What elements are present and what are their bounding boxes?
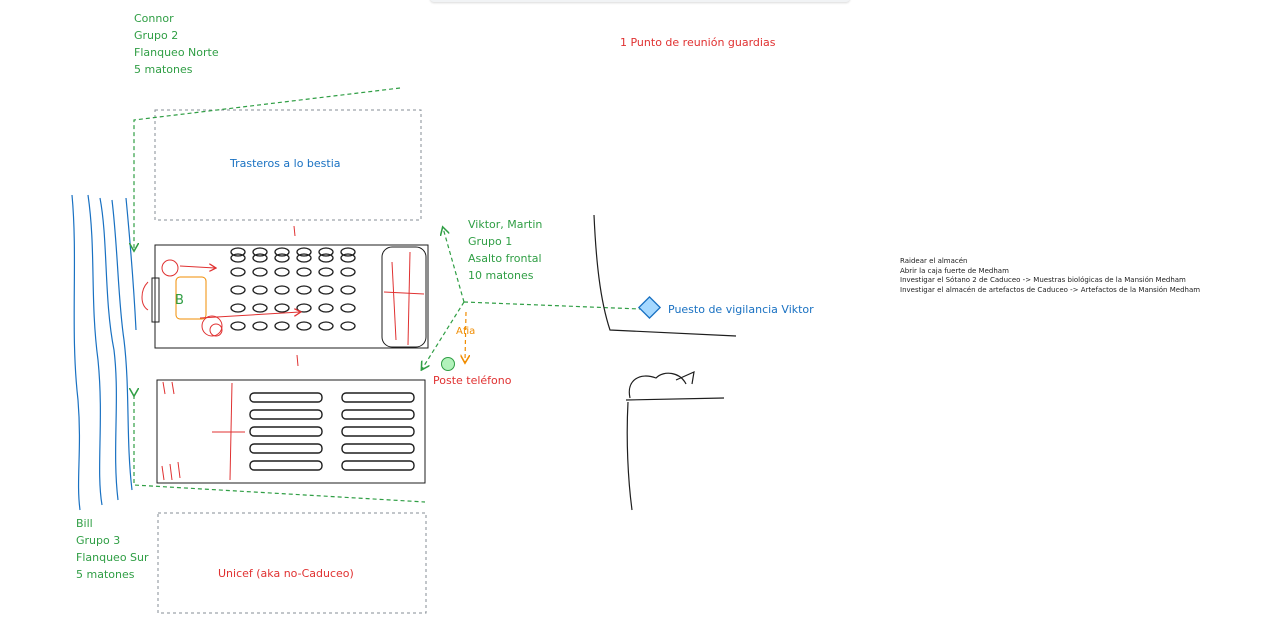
- objective-1: Raidear el almacén: [900, 257, 968, 265]
- shelf-row: [249, 460, 323, 471]
- shelf-blob: [340, 247, 356, 257]
- shelf-blob: [318, 285, 334, 295]
- shelf-blob: [252, 321, 268, 331]
- shelf-row: [341, 443, 415, 454]
- group-north-line-1: Connor: [134, 12, 174, 25]
- shelf-row: [249, 426, 323, 437]
- warehouse-building: [151, 244, 429, 349]
- objective-2: Abrir la caja fuerte de Medham: [900, 266, 1009, 275]
- shelf-row: [249, 392, 323, 403]
- shelf-blob: [274, 267, 290, 277]
- shelf-blob: [252, 253, 268, 263]
- shelf-blob: [274, 253, 290, 263]
- group-north-line-2: Grupo 2: [134, 29, 179, 42]
- watch-post-marker[interactable]: [637, 295, 662, 320]
- red-marks: [141, 225, 425, 481]
- shelf-blob: [274, 285, 290, 295]
- group-south-line-1: Bill: [76, 517, 93, 530]
- group-south-line-2: Grupo 3: [76, 534, 121, 547]
- meeting-point-label: 1 Punto de reunión guardias: [620, 36, 776, 49]
- shelf-blob: [318, 303, 334, 313]
- b-marker-label: B: [175, 293, 184, 308]
- shelf-row: [249, 409, 323, 420]
- shelf-blob: [274, 321, 290, 331]
- top-toolbar[interactable]: [430, 0, 850, 2]
- shelf-blob: [230, 267, 246, 277]
- road-lines: [593, 214, 737, 511]
- group-frontal-line-2: Grupo 1: [468, 235, 513, 248]
- shelf-blob: [340, 321, 356, 331]
- unicef-label: Unicef (aka no-Caduceo): [218, 567, 354, 580]
- shelf-blob: [340, 285, 356, 295]
- storage-label: Trasteros a lo bestia: [230, 157, 341, 170]
- shelf-blob: [318, 321, 334, 331]
- group-south-line-3: Flanqueo Sur: [76, 551, 149, 564]
- shelf-blob: [230, 247, 246, 257]
- group-north-line-4: 5 matones: [134, 63, 193, 76]
- shelf-blob: [296, 303, 312, 313]
- shelf-blob: [252, 247, 268, 257]
- shelf-blob: [230, 303, 246, 313]
- river: [71, 194, 137, 511]
- unicef-building: [157, 512, 427, 614]
- objective-4: Investigar el almacén de artefactos de C…: [900, 285, 1201, 294]
- shelf-blob: [230, 285, 246, 295]
- shelf-blob: [296, 253, 312, 263]
- objectives-list: Raidear el almacén Abrir la caja fuerte …: [900, 257, 1200, 295]
- group-frontal-line-3: Asalto frontal: [468, 252, 542, 265]
- attack-routes: [134, 87, 641, 503]
- shelf-blob: [230, 253, 246, 263]
- storage-building: [154, 109, 422, 221]
- shelf-blob: [252, 285, 268, 295]
- group-frontal-line-1: Viktor, Martin: [468, 218, 543, 231]
- phone-pole-marker[interactable]: [441, 357, 455, 371]
- lower-building: [156, 379, 426, 484]
- shelf-blob: [340, 267, 356, 277]
- shelf-blob: [252, 267, 268, 277]
- shelf-row: [341, 426, 415, 437]
- shelf-blob: [318, 253, 334, 263]
- watch-post-label: Puesto de vigilancia Viktor: [668, 303, 814, 316]
- shelf-blob: [318, 247, 334, 257]
- objective-3: Investigar el Sótano 2 de Caduceo -> Mue…: [900, 276, 1186, 284]
- group-south-label: Bill Grupo 3 Flanqueo Sur 5 matones: [76, 515, 149, 583]
- shelf-blob: [274, 303, 290, 313]
- group-frontal-line-4: 10 matones: [468, 269, 534, 282]
- shelf-blob: [252, 303, 268, 313]
- shelf-blob: [296, 285, 312, 295]
- afia-arrow: [465, 311, 466, 362]
- group-south-line-4: 5 matones: [76, 568, 135, 581]
- shelf-row: [341, 409, 415, 420]
- afia-label: Afia: [456, 326, 476, 337]
- shelving: [230, 247, 356, 331]
- shelf-blob: [296, 247, 312, 257]
- group-north-label: Connor Grupo 2 Flanqueo Norte 5 matones: [134, 10, 219, 78]
- group-frontal-label: Viktor, Martin Grupo 1 Asalto frontal 10…: [468, 216, 542, 284]
- shelf-blob: [296, 267, 312, 277]
- shelf-blob: [340, 253, 356, 263]
- shelf-row: [341, 460, 415, 471]
- group-north-line-3: Flanqueo Norte: [134, 46, 219, 59]
- shelf-blob: [318, 267, 334, 277]
- shelf-blob: [230, 321, 246, 331]
- phone-pole-label: Poste teléfono: [433, 374, 512, 387]
- shelf-blob: [274, 247, 290, 257]
- shelf-row: [249, 443, 323, 454]
- shelf-blob: [340, 303, 356, 313]
- b-zone: [175, 276, 207, 320]
- shelf-row: [341, 392, 415, 403]
- shelf-blob: [296, 321, 312, 331]
